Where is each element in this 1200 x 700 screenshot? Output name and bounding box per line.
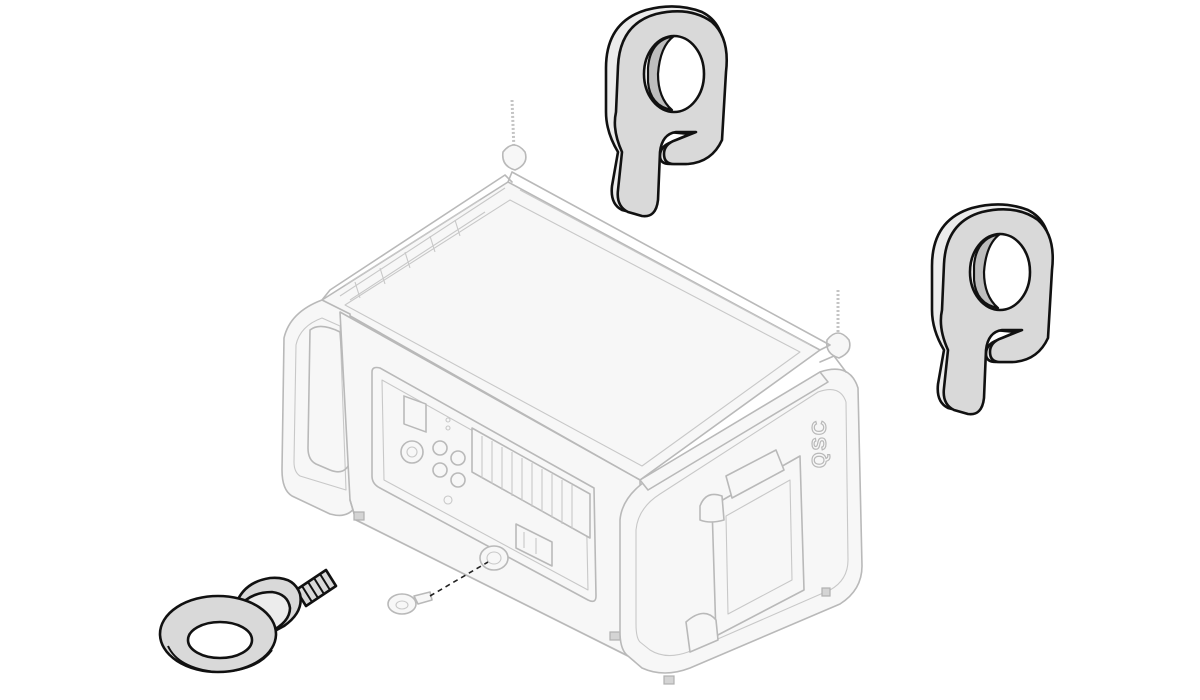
amplifier-heatsink: [471, 427, 591, 539]
suspension-cable-right: [825, 290, 851, 359]
hook-icon: [930, 203, 1054, 416]
xlr-connector: [450, 450, 466, 466]
network-ports: [515, 523, 553, 567]
power-connector: [400, 440, 424, 464]
speaker-cabinet-icon: QSC: [281, 99, 863, 685]
eyebolt-thread: [294, 568, 338, 608]
eyebolt-ghost: [387, 591, 433, 615]
xlr-connector: [432, 440, 448, 456]
cabinet-end-cap-left: [281, 299, 359, 517]
insertion-line: [429, 561, 489, 597]
eyebolt-socket: [479, 545, 509, 571]
brand-logo: QSC: [809, 419, 831, 468]
panel-display: [403, 395, 427, 433]
xlr-connector: [432, 462, 448, 478]
rigging-rail-right: [639, 371, 829, 491]
cabinet-handle-left: [307, 325, 351, 473]
eyebolt-icon: [158, 561, 489, 674]
xlr-connector: [450, 472, 466, 488]
suspension-cable-left: [501, 99, 527, 171]
hook-icon: [604, 5, 728, 218]
